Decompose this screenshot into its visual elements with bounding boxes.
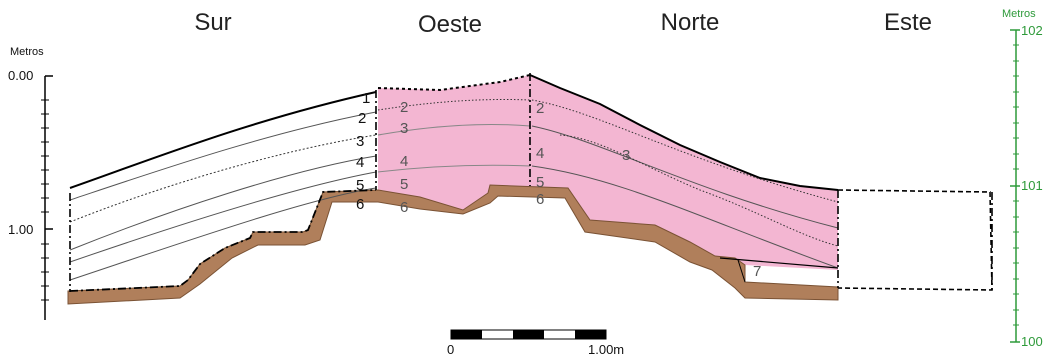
left-scale: [41, 75, 53, 320]
north-layer-6: 6: [536, 191, 544, 208]
south-layer-lines: [69, 91, 377, 292]
scale-bar-end-label: 1.00m: [588, 342, 624, 357]
south-layer-6: 6: [356, 196, 364, 213]
left-axis-tick-mid: 1.00: [8, 222, 33, 237]
north-layer-4: 4: [536, 145, 544, 162]
south-layer-2: 2: [358, 110, 366, 127]
scale-bar-start-label: 0: [447, 342, 454, 357]
scale-bar: [450, 329, 607, 340]
right-axis-tick-top: 102: [1021, 23, 1043, 38]
title-east: Este: [884, 9, 932, 36]
left-axis-title: Metros: [10, 46, 44, 58]
south-layer-4: 4: [356, 154, 364, 171]
north-layer-3: 3: [622, 147, 630, 164]
excavated-area: [378, 75, 838, 270]
right-axis-title: Metros: [1002, 8, 1036, 20]
east-outline: [837, 189, 993, 291]
south-layer-1: 1: [362, 90, 370, 107]
right-axis-tick-mid: 101: [1021, 178, 1043, 193]
west-layer-lines: [377, 74, 531, 173]
north-layer-7: 7: [753, 263, 761, 280]
title-west: Oeste: [418, 11, 482, 38]
west-layer-3: 3: [400, 120, 408, 137]
title-south: Sur: [194, 9, 231, 36]
west-layer-5: 5: [400, 176, 408, 193]
north-layer-5: 5: [536, 174, 544, 191]
west-layer-6: 6: [400, 199, 408, 216]
left-scale-minor-ticks: [41, 99, 49, 301]
south-layer-5: 5: [356, 177, 364, 194]
north-layer-lines: [529, 74, 839, 283]
north-layer-2: 2: [536, 100, 544, 117]
right-scale: [1010, 29, 1020, 343]
right-axis-tick-bottom: 100: [1021, 334, 1043, 349]
title-north: Norte: [661, 9, 720, 36]
west-layer-2: 2: [400, 99, 408, 116]
west-layer-4: 4: [400, 153, 408, 170]
south-layer-3: 3: [356, 133, 364, 150]
left-axis-tick-top: 0.00: [8, 68, 33, 83]
right-scale-minor-ticks: [1013, 44, 1019, 326]
